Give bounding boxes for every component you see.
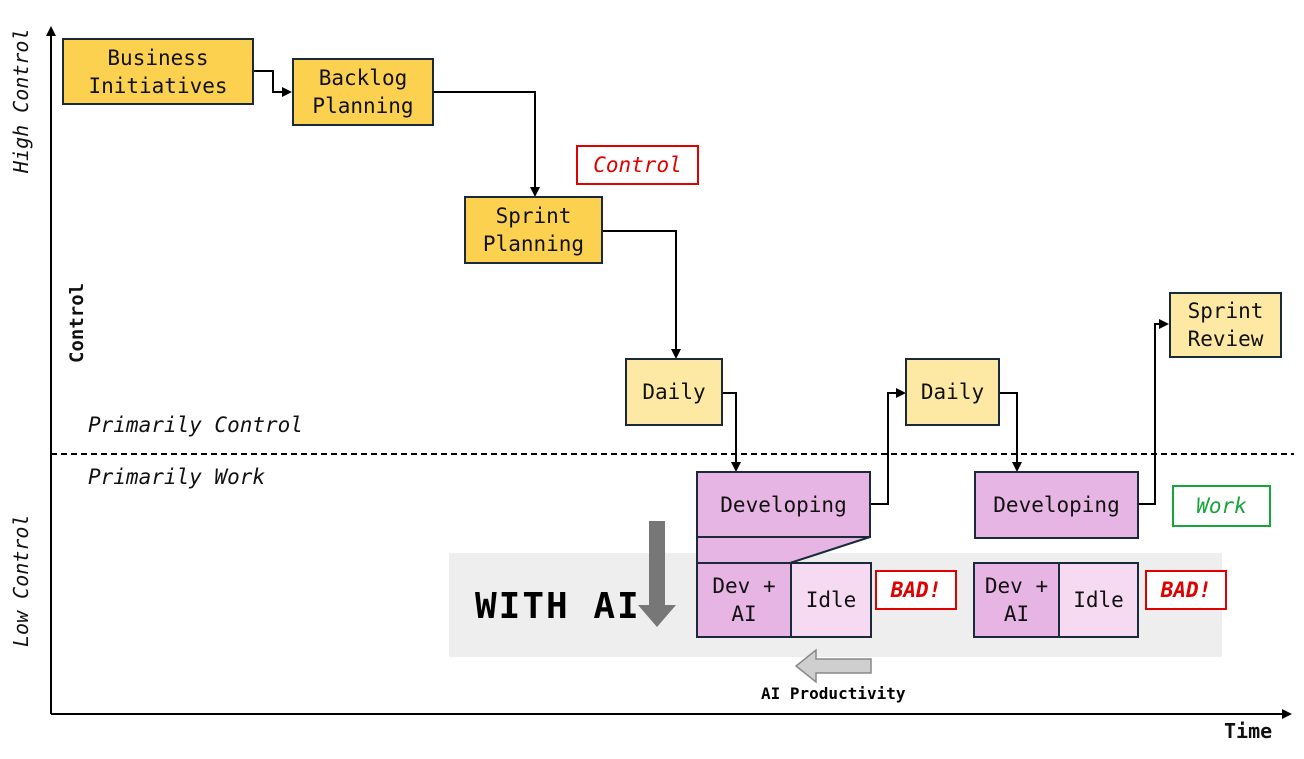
control-tag: Control [576,145,699,185]
with-ai-label: WITH AI [475,586,641,627]
down-arrow-icon [638,521,676,627]
arrow-business-to-backlog [253,70,292,97]
bad-tag-1: BAD! [875,570,957,610]
developing-taper [696,536,871,564]
idle-box-1: Idle [790,562,872,638]
y-low-label: Low Control [9,514,33,647]
ai-productivity-label: AI Productivity [761,684,906,703]
dev-ai-box-1: Dev + AI [696,562,792,638]
y-high-label: High Control [9,28,33,174]
x-axis-title: Time [1224,719,1273,743]
arrow-sprint-planning-to-daily [602,230,681,359]
sprint-review-box: Sprint Review [1169,292,1282,358]
arrow-developing-to-daily [870,388,906,505]
left-arrow-icon [794,648,872,684]
daily-box-1: Daily [625,358,723,426]
y-axis-title: Control [66,282,88,363]
dev-ai-box-2: Dev + AI [973,562,1060,638]
arrow-daily-to-developing-2 [999,392,1022,472]
daily-box-2: Daily [905,358,1000,426]
idle-box-2: Idle [1058,562,1139,638]
arrow-developing-to-sprint-review [1138,319,1169,505]
developing-box-1: Developing [696,471,871,538]
backlog-planning-box: Backlog Planning [292,58,434,126]
primarily-control-label: Primarily Control [88,413,303,437]
work-tag: Work [1172,485,1271,527]
bad-tag-2: BAD! [1145,570,1227,610]
primarily-work-label: Primarily Work [88,465,266,489]
business-initiatives-box: Business Initiatives [62,38,254,105]
arrow-daily-to-developing [722,392,741,472]
developing-box-2: Developing [974,471,1139,539]
sprint-planning-box: Sprint Planning [464,196,603,264]
arrow-backlog-to-sprint-planning [433,91,540,197]
